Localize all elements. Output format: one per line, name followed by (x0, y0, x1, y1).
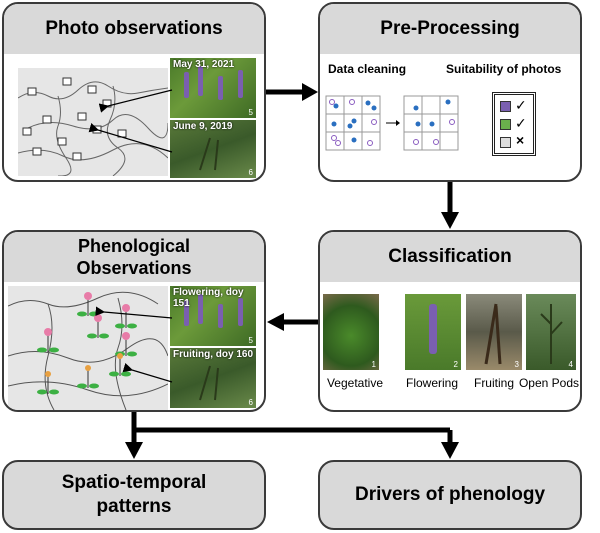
photo-observations-box: Photo observations May 31, 2021 5 June 9… (2, 2, 266, 182)
phenology-link-arrows (4, 232, 266, 412)
vegetative-label: Vegetative (320, 376, 390, 390)
data-cleaning-label: Data cleaning (328, 62, 406, 76)
fruiting-label: Fruiting (466, 376, 522, 390)
check-icon: ✓ (515, 97, 527, 114)
open-pods-photo: 4 (526, 294, 576, 370)
spatio-temporal-box: Spatio-temporal patterns (2, 460, 266, 530)
classification-title: Classification (320, 232, 580, 282)
data-cleaning-grids (324, 88, 474, 158)
map-link-arrows (4, 4, 266, 182)
fruiting-class-photo: 3 (466, 294, 522, 370)
suitability-label: Suitability of photos (446, 62, 561, 76)
preprocessing-box: Pre-Processing Data cleaning Suitability… (318, 2, 582, 182)
flowering-class-photo: 2 (405, 294, 461, 370)
suitability-checklist: ✓ ✓ × (492, 92, 536, 156)
vegetative-photo: 1 (323, 294, 379, 370)
preprocessing-title: Pre-Processing (320, 4, 580, 54)
cross-icon: × (516, 132, 524, 148)
flowering-label: Flowering (399, 376, 465, 390)
classification-box: Classification 1 2 3 4 Vegetative Flower… (318, 230, 582, 412)
phenological-observations-box: Phenological Observations Flowering, doy… (2, 230, 266, 412)
check-icon: ✓ (515, 115, 527, 132)
drivers-box: Drivers of phenology (318, 460, 582, 530)
open-pods-label: Open Pods (518, 376, 580, 390)
